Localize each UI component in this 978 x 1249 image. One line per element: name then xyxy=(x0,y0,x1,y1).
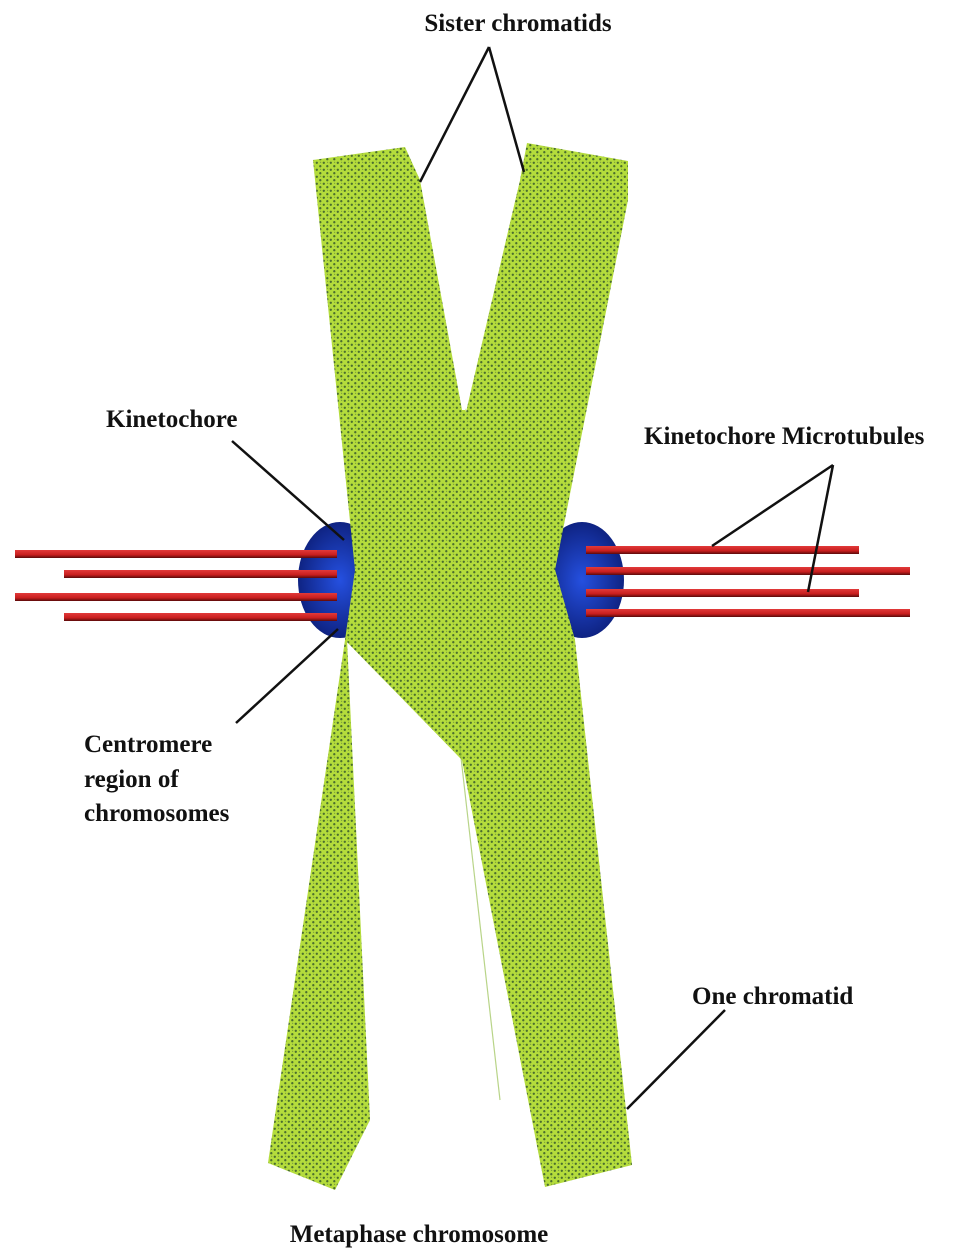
label-centromere-line1: Centromere xyxy=(84,731,212,758)
label-sister-chromatids: Sister chromatids xyxy=(424,10,612,37)
label-kinetochore: Kinetochore xyxy=(106,406,237,433)
microtubules-left xyxy=(15,550,337,621)
leader-centromere xyxy=(236,629,338,723)
label-one-chromatid: One chromatid xyxy=(692,983,853,1010)
diagram-caption: Metaphase chromosome xyxy=(290,1221,549,1248)
label-centromere-line3: chromosomes xyxy=(84,800,230,827)
microtubule xyxy=(586,567,910,575)
leader-kinetochore xyxy=(232,441,344,540)
microtubule xyxy=(64,570,337,578)
microtubule xyxy=(64,613,337,621)
leader-one-chromatid xyxy=(627,1010,725,1109)
leader-sister-left xyxy=(420,47,489,182)
leader-microtubules-a xyxy=(712,465,833,546)
chromosome xyxy=(268,143,632,1190)
microtubule xyxy=(15,593,337,601)
leader-sister-right xyxy=(489,47,524,172)
label-centromere-line2: region of xyxy=(84,766,179,793)
microtubules-right xyxy=(586,546,910,617)
microtubule xyxy=(586,609,910,617)
label-kinetochore-microtubules: Kinetochore Microtubules xyxy=(644,423,925,450)
microtubule xyxy=(586,589,859,597)
microtubule xyxy=(15,550,337,558)
